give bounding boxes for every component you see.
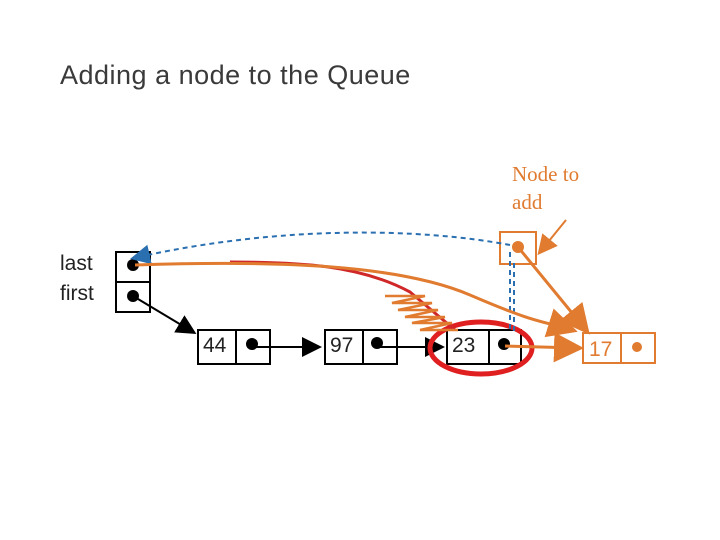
new-node-label-line1: Node to xyxy=(512,162,580,186)
cross-out-scribble xyxy=(385,294,458,332)
node-17 xyxy=(582,332,656,364)
last-label: last xyxy=(60,252,93,275)
new-node-label-line2: add xyxy=(512,190,543,214)
node-23-value: 23 xyxy=(452,334,476,357)
old-last-dashed-arrow xyxy=(130,231,511,265)
label-callout-arrow xyxy=(537,219,567,256)
node-17-value: 17 xyxy=(589,338,613,361)
first-to-node-arrow xyxy=(132,295,197,335)
node-44-value: 44 xyxy=(203,334,227,357)
slide-title: Adding a node to the Queue xyxy=(60,60,411,90)
pointer-boxes xyxy=(115,251,151,313)
new-link-arrow xyxy=(504,332,584,363)
first-pointer-box xyxy=(115,281,151,313)
node-97-value: 97 xyxy=(330,334,354,357)
new-node-label: Node to add xyxy=(512,160,579,216)
first-label: first xyxy=(60,282,94,305)
new-last-arrow xyxy=(134,261,578,338)
